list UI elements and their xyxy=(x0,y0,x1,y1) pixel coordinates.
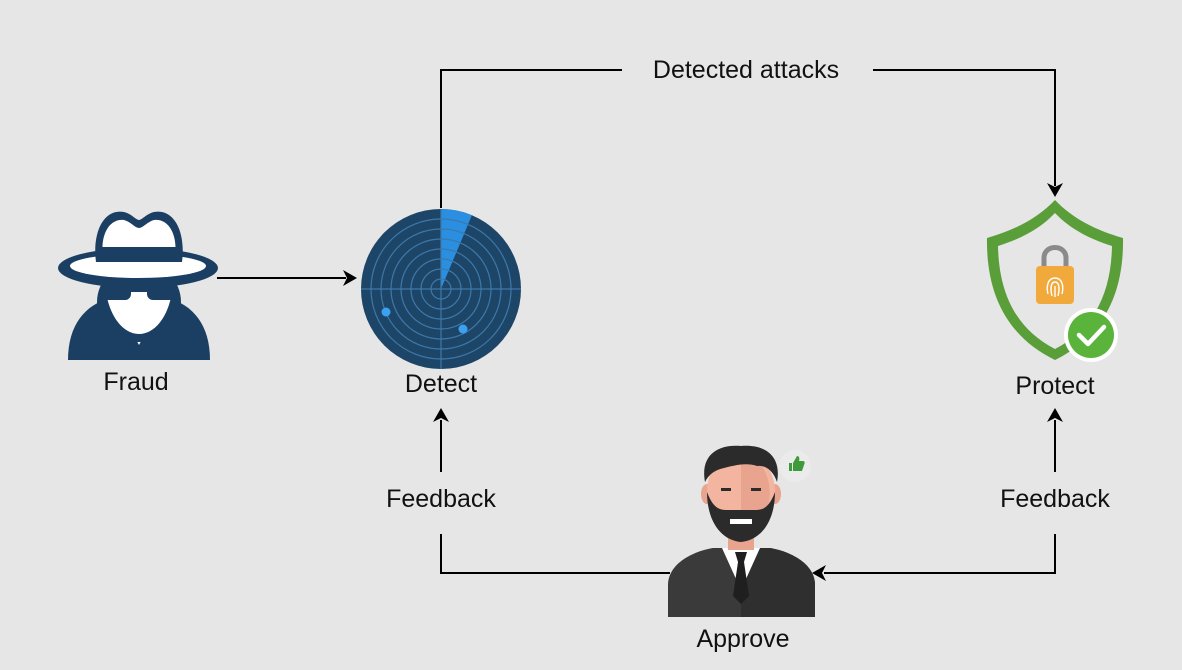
approve-label: Approve xyxy=(696,625,789,653)
shield-lock-icon xyxy=(986,200,1124,362)
check-badge-icon xyxy=(1064,308,1118,362)
fraud-label: Fraud xyxy=(103,368,168,396)
arrowhead-to-detect xyxy=(343,270,357,286)
radar-blip xyxy=(381,307,391,317)
businessman-icon xyxy=(668,445,815,617)
thumbs-up-icon xyxy=(779,450,811,482)
connector-feedback-left xyxy=(433,408,670,574)
radar-blip xyxy=(458,324,468,334)
feedback-left-label: Feedback xyxy=(386,485,496,513)
spy-icon xyxy=(58,211,218,360)
arrowhead-feedback-to-protect xyxy=(1047,408,1063,422)
detected-attacks-label: Detected attacks xyxy=(653,56,839,84)
arrowhead-to-protect xyxy=(1047,183,1063,197)
radar-icon xyxy=(361,209,521,369)
connector-fraud-to-detect xyxy=(217,270,357,286)
detect-label: Detect xyxy=(405,370,477,398)
connector-detected-attacks xyxy=(440,69,1063,208)
feedback-right-label: Feedback xyxy=(1000,485,1110,513)
connector-feedback-right xyxy=(812,408,1063,581)
arrowhead-feedback-to-detect xyxy=(433,408,449,422)
protect-label: Protect xyxy=(1015,372,1094,400)
arrowhead-feedback-to-approve xyxy=(812,565,826,581)
